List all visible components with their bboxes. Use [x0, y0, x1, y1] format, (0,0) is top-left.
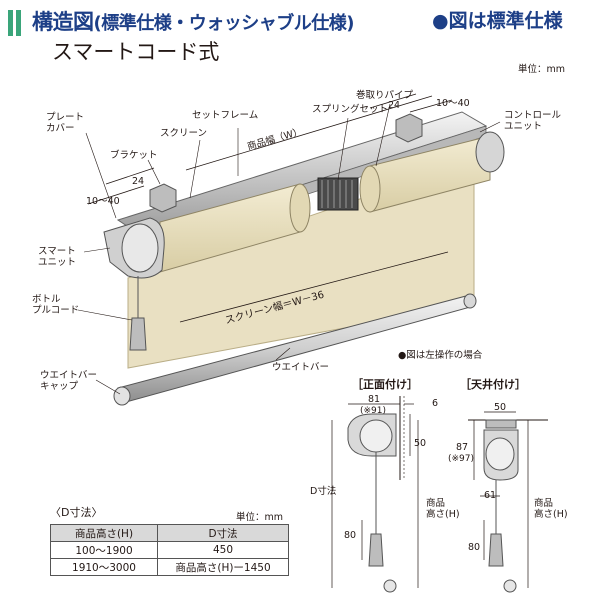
bracket-left — [149, 183, 177, 213]
front-mount-drawing — [331, 396, 419, 593]
dim-front-91: (※91) — [360, 406, 387, 416]
label-weight-bar: ウエイトバー — [272, 362, 330, 373]
bracket-right — [395, 113, 423, 143]
control-unit-shape — [475, 131, 505, 173]
label-spring-set: スプリングセット — [312, 104, 389, 115]
label-winding-pipe: 巻取りパイプ — [356, 90, 414, 101]
subtitle: スマートコード式 — [52, 40, 220, 64]
label-control-unit: コントロール ユニット — [504, 110, 562, 132]
dim-front-81: 81 — [368, 394, 381, 405]
label-bottle-pull-cord: ボトル プルコード — [32, 294, 80, 316]
d-table-unit: 単位：mm — [236, 512, 284, 523]
ceiling-mount-title: ［天井付け］ — [460, 378, 526, 391]
page-title: 構造図(標準仕様・ウォッシャブル仕様) — [32, 10, 355, 34]
label-d-dimension: D寸法 — [310, 486, 337, 497]
d-dimension-table: 商品高さ(H) D寸法 100～1900 450 1910～3000 商品高さ(… — [50, 524, 289, 576]
dim-10-40-right: 10～40 — [436, 98, 470, 109]
dim-front-50: 50 — [414, 438, 427, 449]
label-smart-unit: スマート ユニット — [38, 246, 77, 268]
table-row: 1910～3000 商品高さ(H)ー1450 — [50, 558, 289, 576]
leader-lines — [77, 103, 501, 395]
front-mount-title: ［正面付け］ — [352, 378, 418, 391]
label-product-height-ceiling: 商品 高さ(H) — [534, 498, 568, 520]
table-cell: 商品高さ(H)ー1450 — [157, 558, 289, 576]
label-plate-cover: プレート カバー — [46, 112, 85, 134]
table-cell: 100～1900 — [50, 541, 158, 559]
d-table-caption: 〈D寸法〉 — [50, 506, 103, 519]
dim-24-left: 24 — [132, 176, 145, 187]
table-cell: 450 — [157, 541, 289, 559]
title-specs: (標準仕様・ウォッシャブル仕様) — [93, 13, 355, 34]
weight-bar-shape — [113, 293, 477, 406]
table-cell: 1910～3000 — [50, 558, 158, 576]
table-row: 100～1900 450 — [50, 541, 289, 559]
roller-tube-left — [159, 183, 311, 273]
dim-ceiling-50: 50 — [494, 402, 507, 413]
bottle-pull-cord — [129, 276, 147, 351]
label-set-frame: セットフレーム — [192, 110, 259, 121]
table-header-cell: D寸法 — [157, 524, 289, 542]
unit-label-top: 単位：mm — [518, 64, 566, 75]
dim-ceiling-97: (※97) — [448, 454, 475, 464]
ceiling-mount-drawing — [468, 411, 548, 593]
spring-set — [317, 177, 359, 211]
dim-ceiling-87: 87 — [456, 442, 469, 453]
dim-ceiling-80: 80 — [468, 542, 481, 553]
smart-unit-shape — [103, 217, 165, 279]
dim-ceiling-61: 61 — [484, 490, 497, 501]
table-header-row: 商品高さ(H) D寸法 — [50, 524, 289, 542]
label-bracket: ブラケット — [110, 150, 158, 161]
roller-tube-right — [359, 135, 491, 213]
dim-front-80: 80 — [344, 530, 357, 541]
label-screen: スクリーン — [160, 128, 208, 139]
table-header-cell: 商品高さ(H) — [50, 524, 158, 542]
dim-front-6: 6 — [432, 398, 439, 409]
label-product-height-front: 商品 高さ(H) — [426, 498, 460, 520]
standard-spec-note: ●図は標準仕様 — [432, 10, 563, 32]
label-left-operation-note: ●図は左操作の場合 — [398, 350, 483, 361]
dimension-lines-main — [87, 93, 453, 323]
dim-24-right: 24 — [388, 100, 401, 111]
label-weight-bar-cap: ウエイトバー キャップ — [40, 370, 98, 392]
dim-10-40-left: 10～40 — [86, 196, 120, 207]
header-accent-bars — [8, 10, 28, 36]
